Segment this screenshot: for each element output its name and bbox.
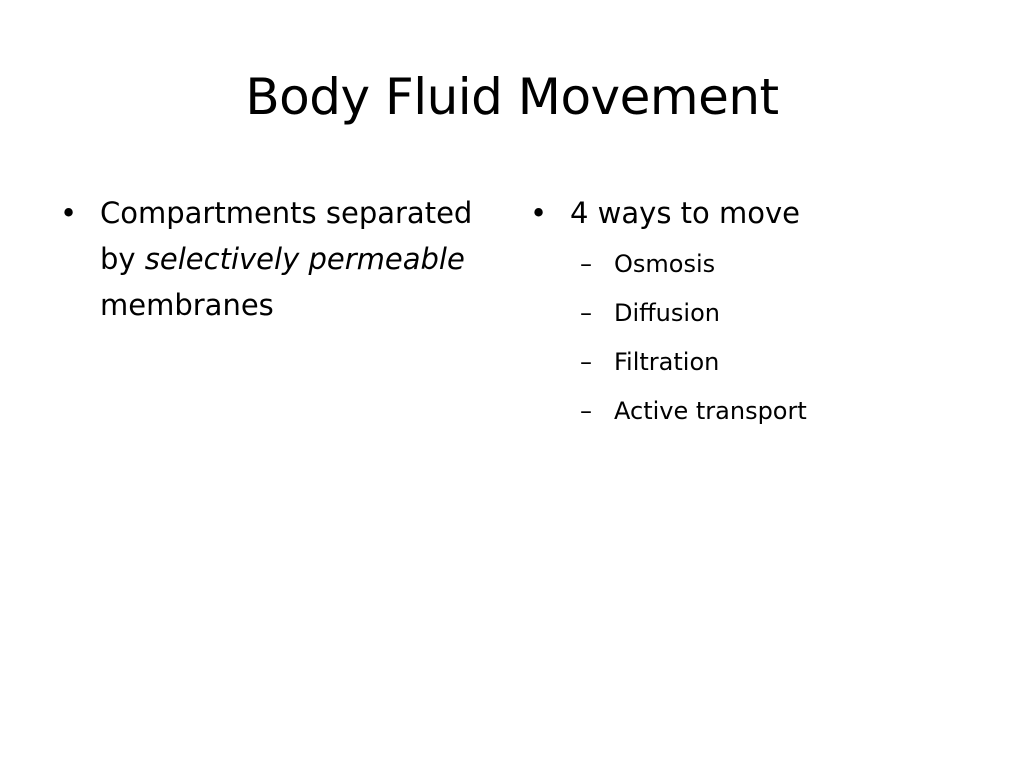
bullet-text-part1: Compartments separated by: [100, 196, 473, 276]
dash-icon: –: [580, 397, 592, 425]
bullet-ways-to-move: • 4 ways to move: [530, 190, 950, 236]
sub-item-diffusion: – Diffusion: [580, 289, 950, 338]
bullet-icon: •: [530, 196, 548, 230]
sub-item-text: Active transport: [614, 397, 807, 425]
dash-icon: –: [580, 348, 592, 376]
dash-icon: –: [580, 250, 592, 278]
sub-item-osmosis: – Osmosis: [580, 240, 950, 289]
sub-item-text: Filtration: [614, 348, 720, 376]
bullet-text: 4 ways to move: [570, 196, 800, 230]
sub-item-text: Diffusion: [614, 299, 720, 327]
slide-title: Body Fluid Movement: [245, 68, 779, 126]
bullet-compartments: • Compartments separated by selectively …: [60, 190, 480, 328]
left-column: • Compartments separated by selectively …: [60, 190, 480, 328]
bullet-text: Compartments separated by selectively pe…: [100, 196, 472, 322]
bullet-text-italic: selectively permeable: [144, 242, 465, 276]
sub-item-text: Osmosis: [614, 250, 716, 278]
bullet-text-part2: membranes: [100, 288, 274, 322]
sub-item-filtration: – Filtration: [580, 338, 950, 387]
sub-item-active-transport: – Active transport: [580, 387, 950, 436]
sub-list: – Osmosis – Diffusion – Filtration – Act…: [530, 240, 950, 436]
right-column: • 4 ways to move – Osmosis – Diffusion –…: [530, 190, 950, 436]
dash-icon: –: [580, 299, 592, 327]
bullet-icon: •: [60, 196, 78, 230]
